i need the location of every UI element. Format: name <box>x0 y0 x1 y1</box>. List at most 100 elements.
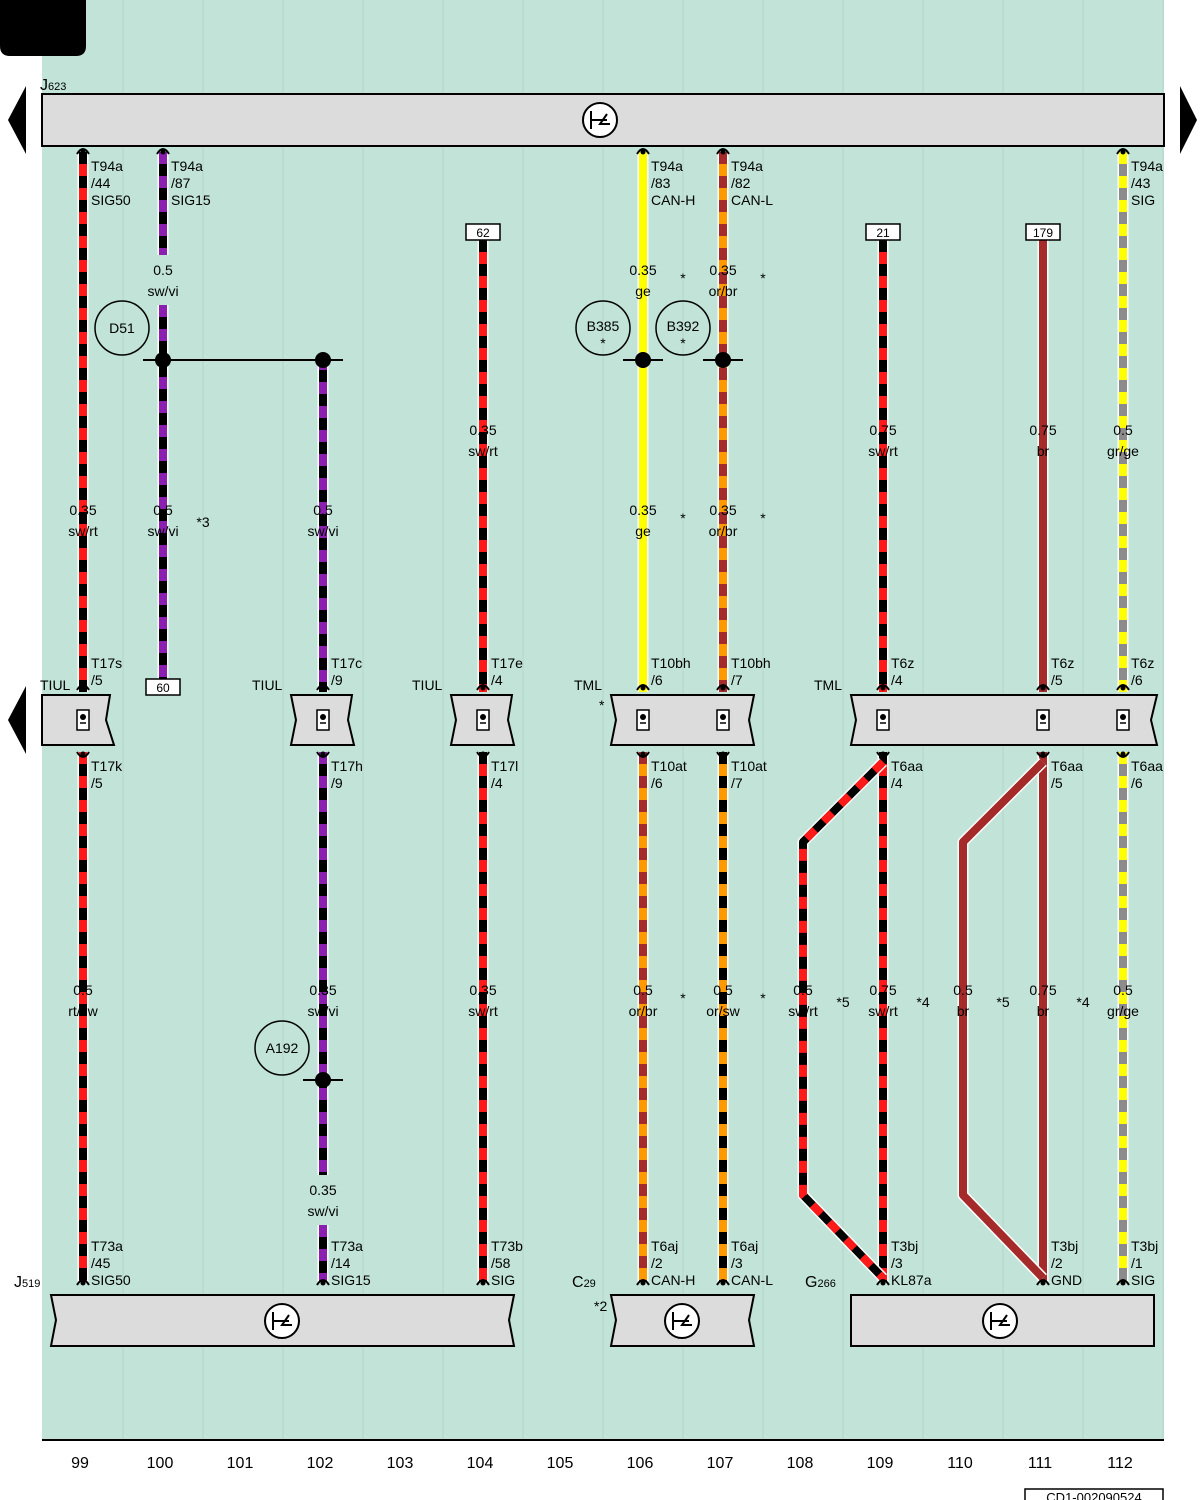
column-number-106: 106 <box>627 1455 654 1472</box>
connector-label-tiul-104: TIUL <box>412 677 443 693</box>
svg-text:sw/vi: sw/vi <box>147 283 178 299</box>
svg-text:ge: ge <box>635 523 651 539</box>
mid-upper-pin-cup <box>876 684 890 691</box>
connector-label-tiul-102: TIUL <box>252 677 283 693</box>
connector-pin-symbol <box>636 709 650 731</box>
mid-upper-pin-cup <box>1116 684 1130 691</box>
svg-text:sw/rt: sw/rt <box>468 1003 498 1019</box>
svg-text:T6aa: T6aa <box>891 758 923 774</box>
svg-text:T3bj: T3bj <box>1051 1238 1078 1254</box>
svg-text:T94a: T94a <box>731 158 763 174</box>
svg-text:/4: /4 <box>891 775 903 791</box>
mid-lower-pin-cup <box>1116 751 1130 758</box>
column-number-104: 104 <box>467 1455 494 1472</box>
svg-text:/4: /4 <box>491 775 503 791</box>
ref-box-21[interactable]: 21 <box>865 223 901 241</box>
connector-label-tiul-99: TIUL <box>40 677 71 693</box>
svg-text:/7: /7 <box>731 775 743 791</box>
svg-text:0.35: 0.35 <box>309 982 336 998</box>
svg-text:or/br: or/br <box>629 1003 658 1019</box>
svg-text:B385: B385 <box>587 318 620 334</box>
svg-text:/45: /45 <box>91 1255 111 1271</box>
footer-code-box: CD1-002090524 <box>1024 1488 1164 1500</box>
svg-text:0.5: 0.5 <box>793 982 813 998</box>
j519-ground-symbol <box>264 1303 300 1339</box>
g266-label: G266 <box>805 1274 836 1291</box>
svg-text:/83: /83 <box>651 175 671 191</box>
svg-text:0.35: 0.35 <box>469 982 496 998</box>
svg-text:T17c: T17c <box>331 655 362 671</box>
j519-label: J519 <box>14 1274 40 1291</box>
j623-label: J623 <box>40 77 66 94</box>
top-pin-cup <box>76 148 90 155</box>
svg-text:/1: /1 <box>1131 1255 1143 1271</box>
ref-box-60[interactable]: 60 <box>145 678 181 696</box>
svg-text:/2: /2 <box>651 1255 663 1271</box>
column-number-105: 105 <box>547 1455 574 1472</box>
svg-text:br: br <box>957 1003 970 1019</box>
ref-box-179[interactable]: 179 <box>1025 223 1061 241</box>
bottom-pin-cup <box>316 1279 330 1286</box>
svg-text:/6: /6 <box>651 775 663 791</box>
svg-text:sw/vi: sw/vi <box>307 1003 338 1019</box>
top-pin-106: T94a /83 CAN-H <box>651 158 695 208</box>
svg-text:*: * <box>680 270 686 286</box>
svg-text:*: * <box>760 510 766 526</box>
top-pin-99: T94a /44 SIG50 <box>91 158 131 208</box>
mid-upper-pin-cup <box>76 684 90 691</box>
svg-text:CAN-H: CAN-H <box>651 1272 695 1288</box>
splice-node-dot <box>635 352 651 368</box>
svg-text:T6aa: T6aa <box>1131 758 1163 774</box>
svg-text:T73a: T73a <box>331 1238 363 1254</box>
svg-text:/6: /6 <box>651 672 663 688</box>
svg-text:T17h: T17h <box>331 758 363 774</box>
svg-text:ge: ge <box>635 283 651 299</box>
svg-text:sw/rt: sw/rt <box>468 443 498 459</box>
svg-text:T10at: T10at <box>651 758 687 774</box>
svg-text:/4: /4 <box>891 672 903 688</box>
continue-right-arrow-top[interactable] <box>1180 86 1197 154</box>
splice-b385: B385 * <box>575 300 631 356</box>
svg-text:*: * <box>760 990 766 1006</box>
svg-text:T94a: T94a <box>1131 158 1163 174</box>
mid-lower-pin-cup <box>76 751 90 758</box>
ref-box-62[interactable]: 62 <box>465 223 501 241</box>
svg-text:br: br <box>1037 443 1050 459</box>
svg-text:SIG15: SIG15 <box>331 1272 371 1288</box>
mid-lower-pin-cup <box>876 751 890 758</box>
svg-text:/6: /6 <box>1131 672 1143 688</box>
svg-text:*5: *5 <box>836 994 849 1010</box>
connector-pin-symbol <box>1036 709 1050 731</box>
svg-text:T3bj: T3bj <box>891 1238 918 1254</box>
mid-upper-pin-cup <box>316 684 330 691</box>
connector-pin-symbol <box>316 709 330 731</box>
column-number-101: 101 <box>227 1455 254 1472</box>
splice-b392: B392 * <box>655 300 711 356</box>
svg-text:T3bj: T3bj <box>1131 1238 1158 1254</box>
mid-lower-pin-cup <box>636 751 650 758</box>
svg-text:B392: B392 <box>667 318 700 334</box>
top-pin-107: T94a /82 CAN-L <box>731 158 773 208</box>
svg-text:*: * <box>680 335 686 351</box>
svg-text:T6z: T6z <box>1131 655 1154 671</box>
mid-lower-pin-cup <box>1036 751 1050 758</box>
svg-text:0.35: 0.35 <box>469 422 496 438</box>
svg-text:sw/vi: sw/vi <box>307 523 338 539</box>
svg-text:0.5: 0.5 <box>153 262 173 278</box>
continue-left-arrow-mid[interactable] <box>8 686 26 754</box>
svg-text:sw/rt: sw/rt <box>788 1003 818 1019</box>
svg-text:*5: *5 <box>996 994 1009 1010</box>
svg-text:T6aj: T6aj <box>651 1238 678 1254</box>
svg-text:/4: /4 <box>491 672 503 688</box>
svg-text:/3: /3 <box>731 1255 743 1271</box>
svg-text:62: 62 <box>476 226 490 240</box>
top-pin-100: T94a /87 SIG15 <box>171 158 211 208</box>
top-pin-cup <box>716 148 730 155</box>
splice-node-dot <box>715 352 731 368</box>
bottom-pin-cup <box>1116 1279 1130 1286</box>
continue-left-arrow-top[interactable] <box>8 86 26 154</box>
top-pin-112: T94a /43 SIG <box>1131 158 1163 208</box>
svg-text:179: 179 <box>1033 226 1053 240</box>
